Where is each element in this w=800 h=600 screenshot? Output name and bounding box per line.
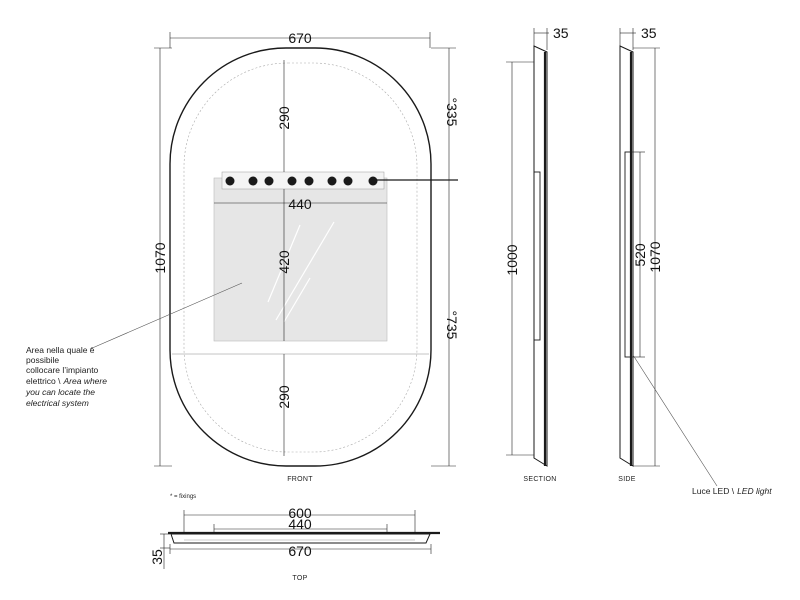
area-hatch-3 <box>283 277 311 323</box>
side-height-label: 1070 <box>647 241 663 272</box>
fixing-point <box>368 176 378 186</box>
side-view: 35 520 1070 SIDE Luce LED \LED light <box>618 25 772 496</box>
section-bracket <box>533 171 541 341</box>
section-height-label: 1000 <box>504 244 520 275</box>
led-note-it: Luce LED \ <box>692 486 735 496</box>
fixing-points <box>225 176 378 186</box>
mirror-outline <box>169 47 432 467</box>
note-it-line2: possibile <box>26 355 59 365</box>
front-view: 670 1070 °335 °735 290 440 420 290 FRONT <box>152 30 460 483</box>
top-view: 600 440 35 670 TOP <box>149 505 440 582</box>
section-view: 35 1000 SECTION <box>504 25 569 483</box>
fixing-strip <box>221 171 385 190</box>
note-it-line3: collocare l’impianto <box>26 365 99 375</box>
note-en-line6: electrical system <box>26 398 89 408</box>
note-it-line4-text: elettrico \ <box>26 376 61 386</box>
note-en-line5: you can locate the <box>25 387 95 397</box>
top-to-fixing-label: °335 <box>444 98 460 127</box>
fixing-point <box>327 176 337 186</box>
upper-gap-label: 290 <box>276 106 292 130</box>
fixing-point <box>343 176 353 186</box>
led-contour <box>183 62 418 453</box>
led-note-en: LED light <box>737 486 772 496</box>
side-led-height-label: 520 <box>632 243 648 267</box>
fixing-point <box>304 176 314 186</box>
top-caption: TOP <box>292 575 307 582</box>
electrical-leader <box>89 282 243 350</box>
top-total-width-label: 670 <box>288 543 312 559</box>
electrical-area-note: Area nella quale è possibile collocare l… <box>25 282 243 408</box>
fixing-point <box>264 176 274 186</box>
top-profile <box>170 533 431 544</box>
fixings-legend: * = fixings <box>170 494 196 500</box>
fixing-to-bottom-label: °735 <box>444 311 460 340</box>
area-width-label: 440 <box>288 196 312 212</box>
side-led-strip <box>624 151 632 358</box>
led-leader <box>632 354 718 487</box>
top-outer-width-label: 600 <box>288 505 312 521</box>
section-depth-label: 35 <box>553 25 569 41</box>
lower-gap-label: 290 <box>276 385 292 409</box>
note-en-line4: Area where <box>63 376 108 386</box>
section-caption: SECTION <box>523 476 556 483</box>
fixing-point <box>287 176 297 186</box>
electrical-area <box>213 177 388 342</box>
note-it-line4: elettrico \Area where <box>26 376 107 386</box>
area-hatch-2 <box>275 221 335 321</box>
fixing-point <box>248 176 258 186</box>
top-depth-label: 35 <box>149 549 165 565</box>
side-depth-label: 35 <box>641 25 657 41</box>
top-inner-width-label: 440 <box>288 516 312 532</box>
front-height-label: 1070 <box>152 242 168 273</box>
note-it-line1: Area nella quale è <box>26 345 95 355</box>
fixing-point <box>225 176 235 186</box>
front-width-label: 670 <box>288 30 312 46</box>
front-caption: FRONT <box>287 476 313 483</box>
side-caption: SIDE <box>618 476 636 483</box>
led-note: Luce LED \LED light <box>692 486 772 496</box>
area-height-label: 420 <box>276 250 292 274</box>
